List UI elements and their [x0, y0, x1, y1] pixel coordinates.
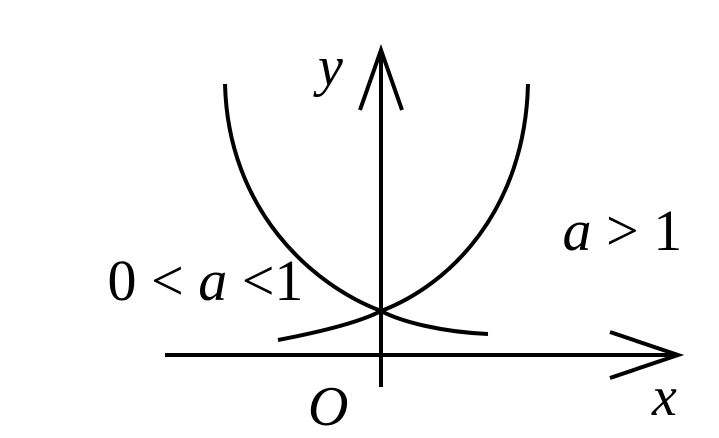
label-condition: > 1: [592, 198, 683, 263]
curve-a-greater-than-1: [277, 83, 530, 342]
label-a-greater-than-1: a > 1: [490, 198, 719, 263]
origin-label: O: [308, 376, 348, 438]
x-axis-arrowhead: [609, 330, 685, 380]
x-axis-label: x: [651, 366, 677, 428]
curve-a-between-0-and-1: [223, 83, 489, 336]
y-axis-label: y: [313, 36, 343, 98]
y-axis-arrowhead: [358, 43, 404, 111]
label-variable-a: a: [198, 248, 227, 313]
label-condition-left: 0 <: [108, 248, 199, 313]
label-variable-a: a: [563, 198, 592, 263]
label-condition-right: <1: [227, 248, 303, 313]
label-a-between-0-and-1: 0 < a <1: [35, 248, 347, 313]
